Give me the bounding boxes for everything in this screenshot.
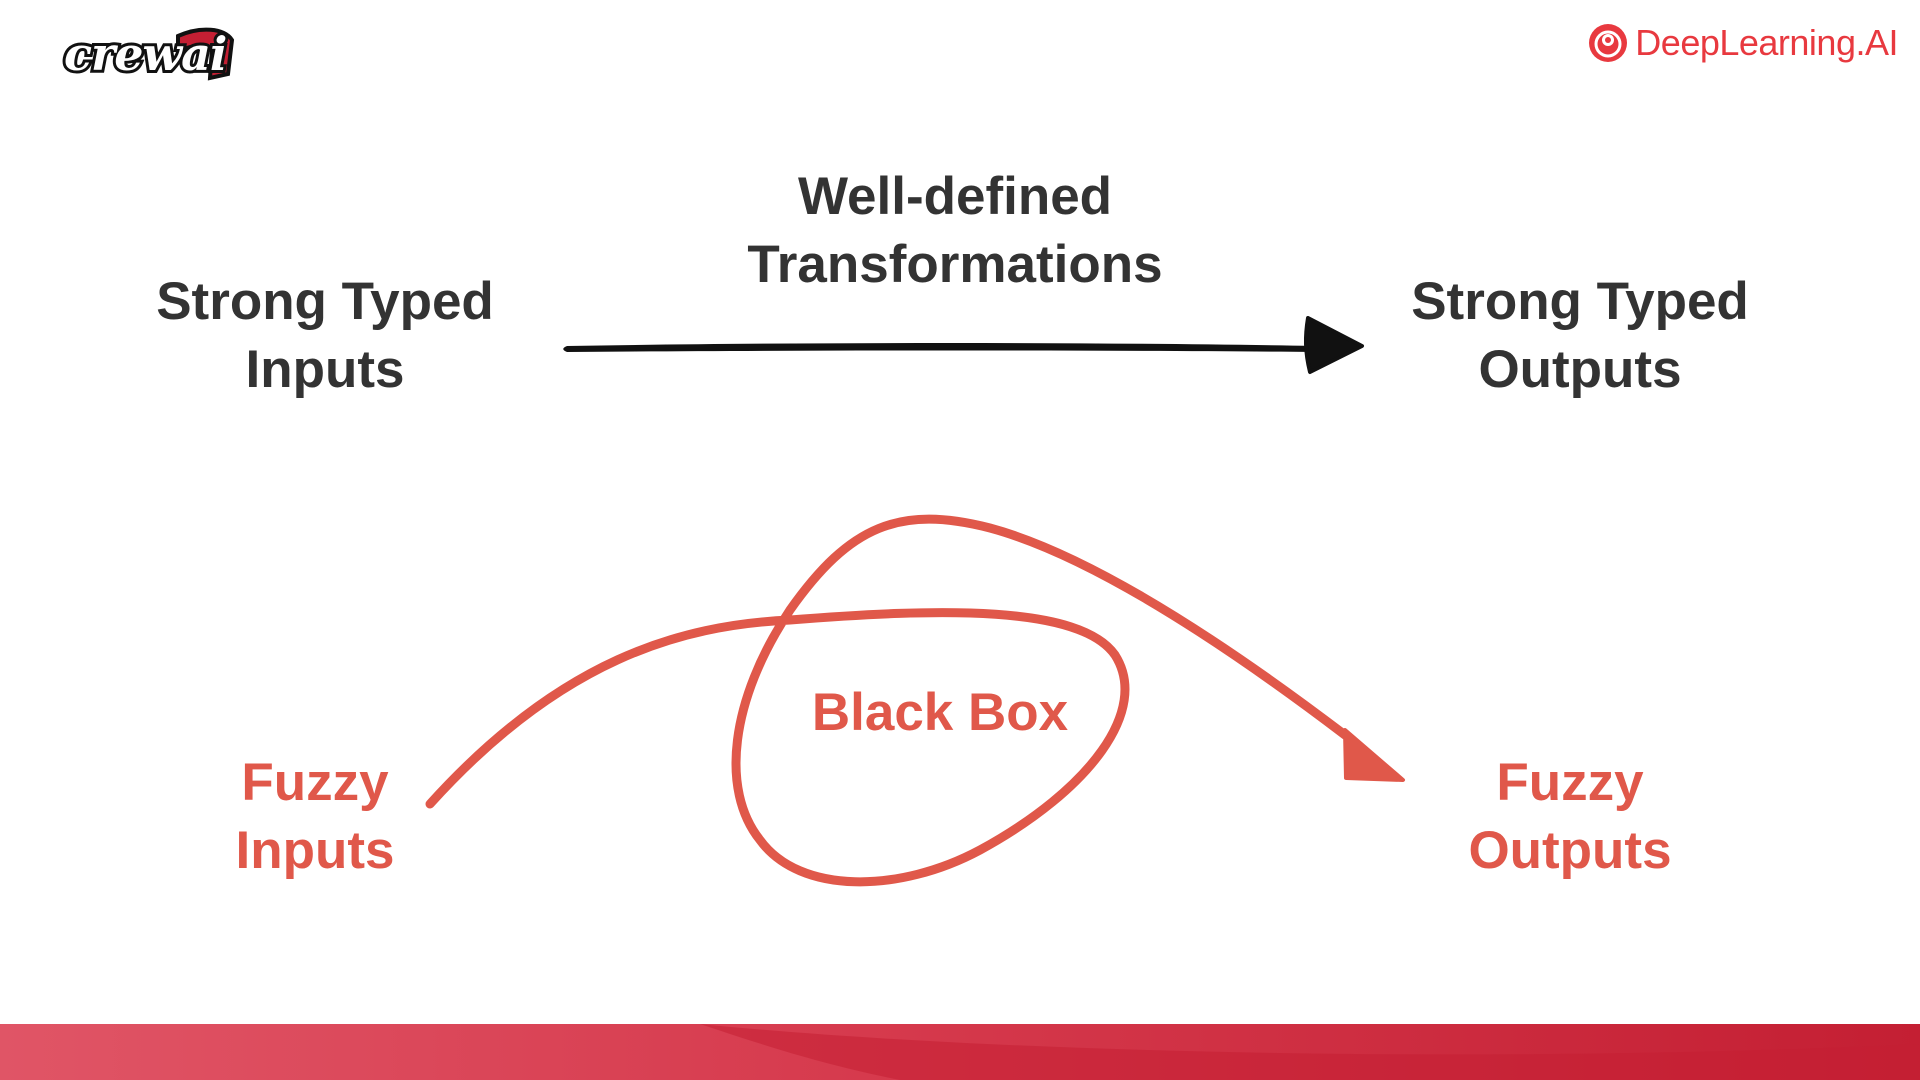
black-box-text: Black Box <box>811 683 1069 742</box>
deeplearning-ai-logo-icon <box>1589 24 1628 62</box>
fuzzy-inputs-label: Fuzzy Inputs <box>185 749 445 885</box>
deeplearning-ai-logo-text: DeepLearning.AI <box>1635 22 1898 63</box>
fuzzy-path <box>425 514 1350 887</box>
crewai-logo-text: crewai <box>64 27 226 81</box>
strong-typed-inputs-line-2: Inputs <box>245 340 405 399</box>
strong-typed-inputs-line-1: Strong Typed <box>156 272 494 331</box>
deeplearning-ai-logo: DeepLearning.AI <box>1587 18 1898 68</box>
fuzzy-outputs-label: Fuzzy Outputs <box>1430 749 1710 885</box>
fuzzy-inputs-line-2: Inputs <box>235 821 395 880</box>
well-defined-transformations-line-1: Well-defined <box>797 167 1113 226</box>
fuzzy-outputs-line-2: Outputs <box>1468 821 1672 880</box>
well-defined-transformations-label: Well-defined Transformations <box>705 163 1205 299</box>
well-defined-transformations-line-2: Transformations <box>747 235 1163 294</box>
strong-typed-outputs-line-1: Strong Typed <box>1411 272 1749 331</box>
fuzzy-arrow-head-icon <box>1343 728 1405 782</box>
crewai-logo: crewai <box>61 24 235 84</box>
fuzzy-inputs-line-1: Fuzzy <box>241 753 389 812</box>
strong-typed-inputs-label: Strong Typed Inputs <box>130 268 520 404</box>
strong-typed-outputs-label: Strong Typed Outputs <box>1385 268 1775 404</box>
black-box-label: Black Box <box>790 679 1090 747</box>
transformation-arrow-head-icon <box>1303 316 1364 374</box>
strong-typed-outputs-line-2: Outputs <box>1478 340 1682 399</box>
fuzzy-outputs-line-1: Fuzzy <box>1496 753 1644 812</box>
crewai-logo-accent-icon <box>176 27 235 81</box>
footer-band <box>0 1024 1920 1080</box>
transformation-arrow-shaft <box>563 343 1315 352</box>
